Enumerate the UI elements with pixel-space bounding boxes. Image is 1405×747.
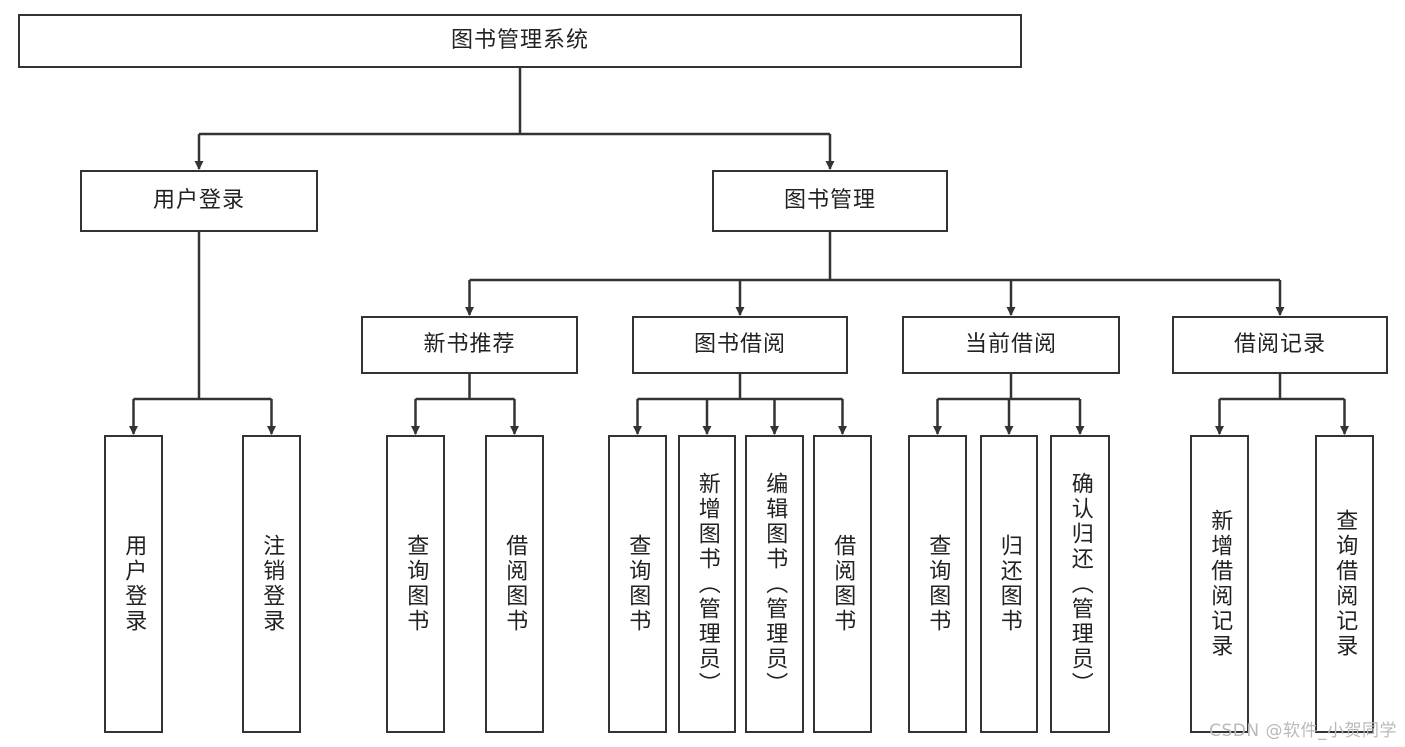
node-label: 归还图书 [996,534,1022,634]
node-label: 图书管理 [783,187,876,213]
node-leaf-user-login[interactable]: 用户登录 [104,435,163,733]
node-label: 借阅记录 [1233,331,1326,357]
watermark-label: CSDN @软件_小贺同学 [1209,721,1397,741]
node-label: 当前借阅 [964,331,1057,357]
node-label: 新书推荐 [423,331,516,357]
node-leaf-query-rec[interactable]: 查询借阅记录 [1315,435,1374,733]
node-label: 新增图书（管理员） [694,471,720,697]
node-label: 新增借阅记录 [1207,509,1233,659]
node-borrow-record[interactable]: 借阅记录 [1172,316,1388,374]
node-label: 图书管理系统 [450,27,589,53]
node-leaf-logout[interactable]: 注销登录 [242,435,301,733]
node-label: 图书借阅 [693,331,786,357]
node-leaf-borrow-1[interactable]: 借阅图书 [485,435,544,733]
node-label: 借阅图书 [502,534,528,634]
node-leaf-edit-book[interactable]: 编辑图书（管理员） [745,435,804,733]
node-new-book-rec[interactable]: 新书推荐 [361,316,578,374]
node-label: 确认归还（管理员） [1067,471,1093,697]
node-leaf-add-rec[interactable]: 新增借阅记录 [1190,435,1249,733]
node-label: 注销登录 [259,534,285,634]
node-root[interactable]: 图书管理系统 [18,14,1022,68]
node-label: 查询图书 [625,534,651,634]
node-leaf-add-book[interactable]: 新增图书（管理员） [678,435,736,733]
node-user-login[interactable]: 用户登录 [80,170,318,232]
node-leaf-return[interactable]: 归还图书 [980,435,1038,733]
node-book-borrow[interactable]: 图书借阅 [632,316,848,374]
node-book-manage[interactable]: 图书管理 [712,170,948,232]
node-label: 查询图书 [925,534,951,634]
node-leaf-borrow-2[interactable]: 借阅图书 [813,435,872,733]
node-leaf-query-1[interactable]: 查询图书 [386,435,445,733]
node-leaf-confirm[interactable]: 确认归还（管理员） [1050,435,1110,733]
node-label: 编辑图书（管理员） [762,471,788,697]
node-leaf-query-3[interactable]: 查询图书 [908,435,967,733]
node-label: 查询借阅记录 [1332,509,1358,659]
node-label: 用户登录 [121,534,147,634]
node-label: 用户登录 [152,187,245,213]
node-leaf-query-2[interactable]: 查询图书 [608,435,667,733]
node-label: 查询图书 [403,534,429,634]
node-label: 借阅图书 [830,534,856,634]
node-current-borrow[interactable]: 当前借阅 [902,316,1120,374]
